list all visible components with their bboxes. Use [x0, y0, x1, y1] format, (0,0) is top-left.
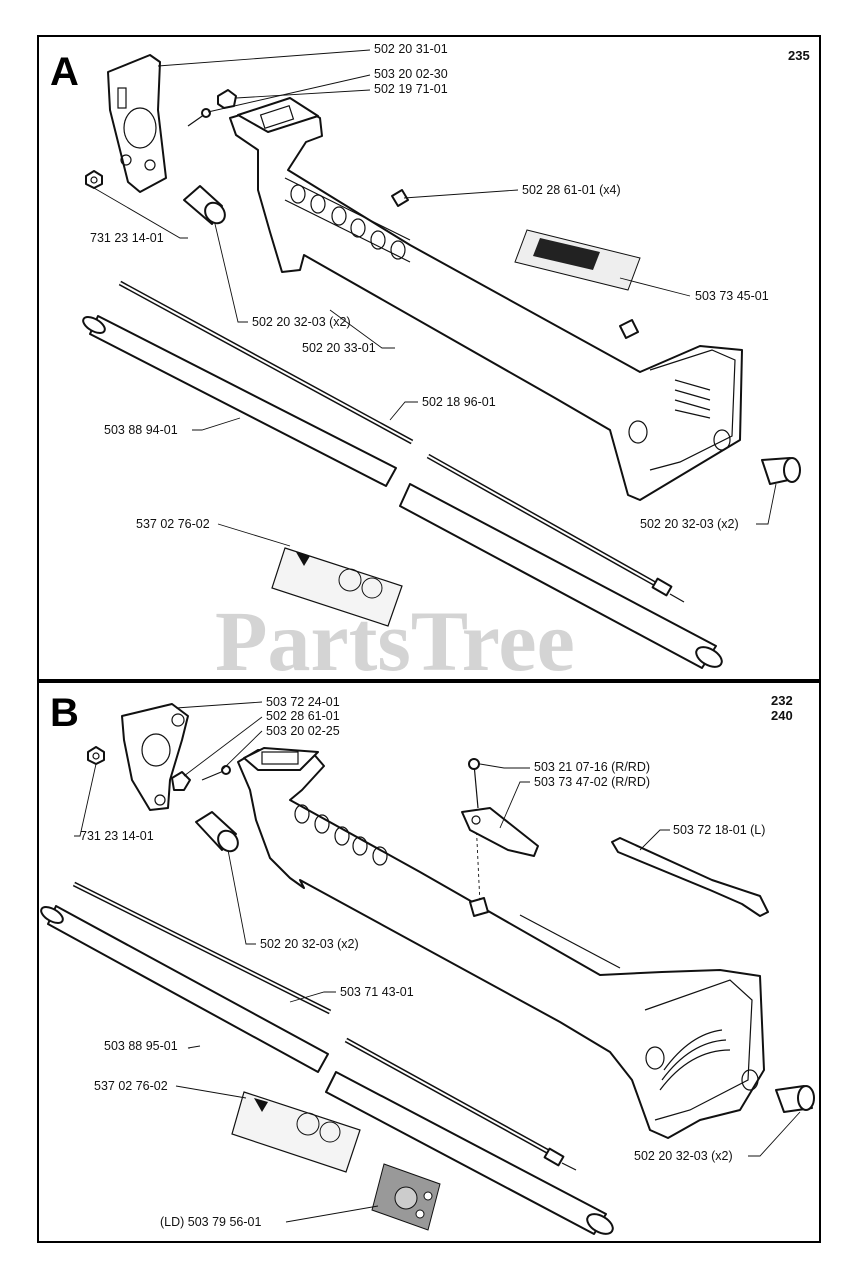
watermark: PartsTree [215, 593, 575, 689]
bushing-b-right [775, 1085, 815, 1113]
callout-a6: 503 73 45-01 [695, 289, 769, 303]
panel-a-callouts: 502 20 31-01 503 20 02-30 502 19 71-01 5… [90, 42, 769, 531]
hex-nut-b [87, 746, 105, 765]
callout-b4: 503 21 07-16 (R/RD) [534, 760, 650, 774]
callout-b11: 537 02 76-02 [94, 1079, 168, 1093]
screw-a [187, 108, 211, 127]
callout-b9: 503 71 43-01 [340, 985, 414, 999]
housing-b [237, 747, 765, 1139]
bushing-a-right [761, 457, 801, 485]
panel-a-letter: A [50, 50, 79, 94]
panel-a-illustration [82, 54, 801, 669]
callout-b2: 502 28 61-01 [266, 709, 340, 723]
panel-b-model-1: 232 [771, 693, 793, 708]
model-decal-a [514, 229, 641, 291]
panel-b-illustration [40, 703, 815, 1235]
clip-a-1 [391, 189, 409, 207]
callout-b7: 731 23 14-01 [80, 829, 154, 843]
nut-a [217, 89, 237, 109]
clip-a-2 [619, 319, 639, 339]
callout-a11: 537 02 76-02 [136, 517, 210, 531]
safety-decal-a [271, 547, 403, 627]
callout-b13: (LD) 503 79 56-01 [160, 1215, 262, 1229]
panel-a-model: 235 [788, 48, 810, 63]
clip-b [469, 897, 489, 917]
callout-a5: 731 23 14-01 [90, 231, 164, 245]
screw-b [201, 765, 231, 781]
callout-a7: 502 20 32-03 (x2) [252, 315, 351, 329]
ld-decal-b [371, 1163, 441, 1231]
panel-a-frame [37, 35, 821, 681]
callout-a12: 502 20 32-03 (x2) [640, 517, 739, 531]
clamp-bracket-a [107, 54, 167, 193]
panel-a-leaders [93, 49, 777, 547]
callout-a4: 502 28 61-01 (x4) [522, 183, 621, 197]
callout-a8: 502 20 33-01 [302, 341, 376, 355]
callout-a9: 502 18 96-01 [422, 395, 496, 409]
callout-b6: 503 72 18-01 (L) [673, 823, 765, 837]
callout-b12: 502 20 32-03 (x2) [634, 1149, 733, 1163]
safety-decal-b [231, 1091, 361, 1173]
nut-b [171, 771, 191, 791]
panel-b-letter: B [50, 691, 79, 735]
throttle-bracket-b [461, 807, 539, 857]
shaft-tube-b [40, 905, 614, 1235]
clamp-bracket-b [121, 703, 189, 811]
drive-shaft-a [118, 280, 685, 603]
panel-b-frame [37, 681, 821, 1243]
hex-nut-a [85, 170, 103, 189]
callout-a3: 502 19 71-01 [374, 82, 448, 96]
housing-a [229, 97, 743, 501]
panel-b-callouts: 503 72 24-01 502 28 61-01 503 20 02-25 5… [80, 695, 765, 1229]
lever-b [611, 837, 769, 917]
callout-b1: 503 72 24-01 [266, 695, 340, 709]
callout-b10: 503 88 95-01 [104, 1039, 178, 1053]
panel-b-leaders [74, 701, 801, 1223]
panel-b-model-2: 240 [771, 708, 793, 723]
bushing-a-left [183, 185, 226, 225]
callout-a2: 503 20 02-30 [374, 67, 448, 81]
callout-b5: 503 73 47-02 (R/RD) [534, 775, 650, 789]
callout-a10: 503 88 94-01 [104, 423, 178, 437]
drive-shaft-b [72, 881, 577, 1171]
bushing-b-left [195, 811, 239, 853]
callout-b3: 503 20 02-25 [266, 724, 340, 738]
callout-b8: 502 20 32-03 (x2) [260, 937, 359, 951]
callout-a1: 502 20 31-01 [374, 42, 448, 56]
shaft-tube-a [82, 315, 723, 669]
